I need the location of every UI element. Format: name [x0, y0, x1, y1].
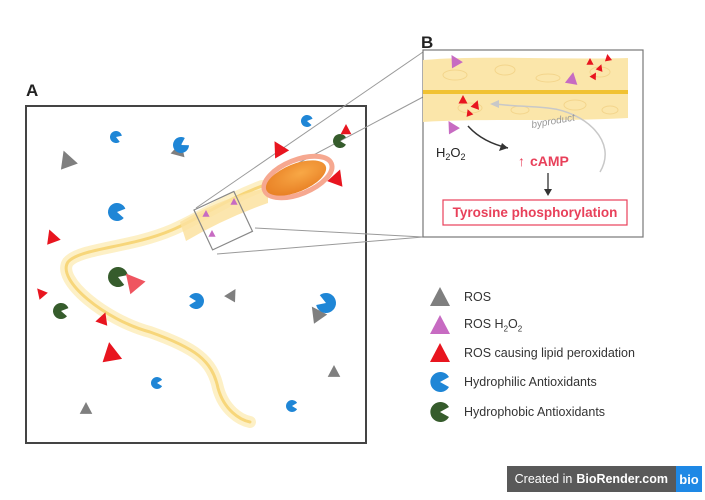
legend-label-hydrophilic: Hydrophilic Antioxidants — [464, 375, 597, 389]
legend-label-ros-lipid: ROS causing lipid peroxidation — [464, 346, 635, 360]
green-pacman-icon — [430, 402, 449, 422]
red-triangle-icon — [430, 343, 450, 362]
camp-arrow-head — [544, 189, 552, 196]
h2o2-arrow-head — [499, 143, 508, 151]
tyrosine-label: Tyrosine phosphorylation — [453, 205, 618, 220]
legend-item-ros-lipid: ROS causing lipid peroxidation — [428, 341, 635, 365]
legend-item-hydrophobic: Hydrophobic Antioxidants — [428, 400, 605, 424]
h2o2-triangle — [230, 198, 238, 205]
h2o2-label: H2O2 — [436, 145, 466, 162]
hydrophilic-antioxidant — [189, 293, 205, 309]
lipid-ros-triangle — [37, 288, 48, 300]
legend-item-hydrophilic: Hydrophilic Antioxidants — [428, 370, 597, 394]
hydrophilic-antioxidant — [108, 203, 126, 221]
hydrophilic-antioxidant — [151, 377, 163, 390]
hydrophilic-antioxidant — [316, 293, 336, 313]
hydrophilic-antioxidant — [301, 115, 313, 127]
lipid-ros-triangle — [274, 141, 290, 159]
hydrophilic-antioxidant — [173, 137, 189, 153]
hydrophilic-antioxidant — [110, 131, 122, 143]
lipid-ros-triangle — [327, 169, 343, 187]
gray-triangle-icon — [430, 287, 450, 306]
lipid-ros-triangle — [47, 229, 61, 245]
legend-item-ros-h2o2: ROS H2O2 — [428, 313, 522, 337]
h2o2-triangle — [448, 120, 460, 135]
hydrophobic-antioxidant — [53, 303, 69, 319]
lipid-ros-triangle — [470, 100, 480, 110]
byproduct-arrow-head — [490, 100, 499, 108]
zoom-box — [193, 190, 254, 251]
sperm-head — [265, 160, 327, 196]
lipid-ros-triangle — [102, 342, 123, 363]
blue-pacman-icon — [430, 372, 449, 392]
legend-label-ros: ROS — [464, 290, 492, 304]
lipid-ros-triangle — [586, 58, 594, 65]
sperm-head-halo — [261, 153, 335, 201]
panel-b-symbols — [448, 54, 613, 135]
legend-label-hydrophobic: Hydrophobic Antioxidants — [464, 405, 606, 419]
hydrophobic-antioxidant — [108, 267, 128, 287]
ros-triangle — [224, 288, 236, 303]
lipid-ros-triangle — [604, 54, 613, 62]
ros-triangle — [327, 365, 341, 377]
lipid-ros-triangle — [125, 273, 146, 295]
legend-label-ros-h2o2: ROS H2O2 — [464, 316, 523, 334]
camp-label: cAMP — [530, 153, 569, 169]
h2o2-triangle — [208, 230, 216, 237]
h2o2-triangle — [451, 54, 463, 69]
ros-triangle — [311, 306, 328, 324]
camp-up-arrow: ↑ — [518, 153, 525, 169]
lipid-ros-triangle — [589, 72, 596, 81]
lipid-ros-triangle — [340, 124, 352, 135]
biorender-logo-icon: bio — [676, 466, 702, 492]
h2o2-triangle — [564, 72, 578, 85]
hydrophilic-antioxidant — [286, 400, 298, 413]
lipid-ros-triangle — [95, 312, 108, 326]
lipid-ros-triangle — [466, 109, 474, 117]
lipid-ros-triangle — [458, 95, 468, 104]
purple-triangle-icon — [430, 315, 450, 334]
lipid-ros-triangle — [595, 64, 603, 72]
panel-a-symbols — [37, 115, 352, 414]
ros-triangle — [60, 150, 78, 170]
legend-item-ros: ROS — [428, 285, 491, 309]
ros-triangle — [79, 402, 93, 414]
panel-b-label: B — [421, 33, 434, 52]
tyrosine-box — [442, 199, 628, 226]
panel-a-label: A — [26, 81, 39, 100]
hydrophobic-antioxidant — [333, 134, 346, 149]
h2o2-triangle — [202, 210, 210, 217]
byproduct-arrow — [495, 103, 606, 173]
